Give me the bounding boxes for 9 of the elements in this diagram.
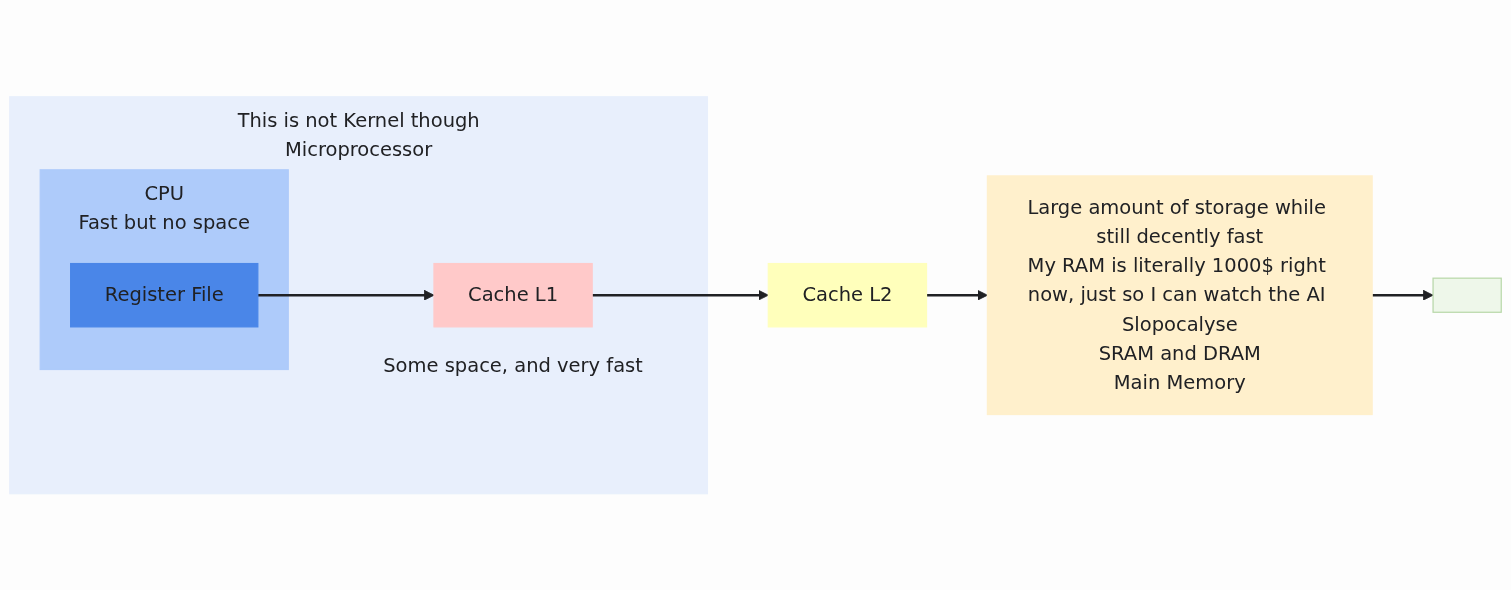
node-box: Cache L2	[767, 262, 928, 328]
arrow	[926, 289, 988, 301]
arrow	[592, 289, 769, 301]
node-label: Some space, and very fast	[383, 353, 643, 377]
arrow	[1372, 289, 1434, 301]
node-box: Register File	[70, 262, 259, 328]
node-box: Large amount of storage while still decently fast My RAM is literally 1000$ right now, just so I can watch the AI Slopocalyse SRAM and DRAM Main Memory	[986, 175, 1373, 415]
node-box	[1432, 277, 1502, 313]
node-box: Cache L1	[433, 262, 593, 328]
